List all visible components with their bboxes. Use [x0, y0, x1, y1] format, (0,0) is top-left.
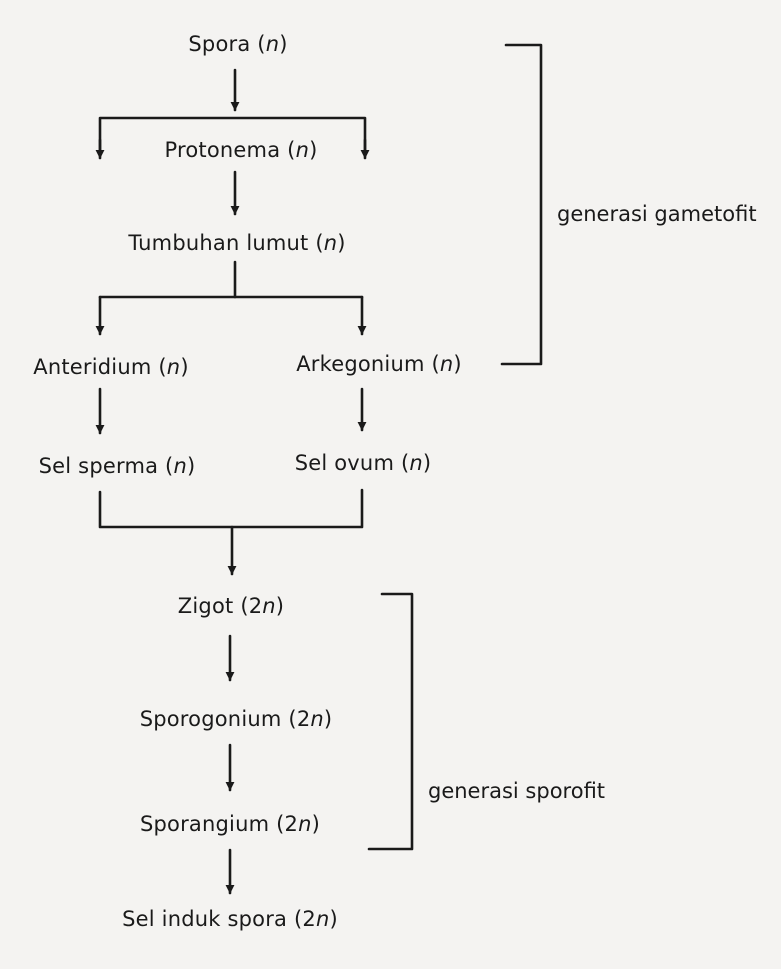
node-sporangium-ploidy-prefix: 2 [284, 812, 299, 836]
node-sel-ovum: Sel ovum (n) [294, 451, 432, 475]
node-protonema: Protonema (n) [164, 138, 318, 162]
node-arkegonium: Arkegonium (n) [296, 352, 462, 376]
node-sel-sperma: Sel sperma (n) [38, 454, 196, 478]
node-sperma-name: Sel sperma [38, 454, 159, 478]
node-sporangium-ploidy: n [298, 812, 312, 836]
node-arkegonium-ploidy: n [439, 352, 454, 376]
label-generasi-gametofit: generasi gametofit [557, 202, 757, 226]
node-sel-induk-ploidy: n [315, 907, 330, 931]
node-sporangium: Sporangium (2n) [139, 812, 321, 836]
label-generasi-sporofit: generasi sporofit [428, 779, 606, 803]
node-sporogonium-ploidy-prefix: 2 [296, 707, 311, 731]
node-tumbuhan-name: Tumbuhan lumut [128, 231, 309, 255]
node-sel-induk-spora: Sel induk spora (2n) [122, 907, 338, 931]
node-spora-name: Spora [188, 32, 251, 56]
node-sporogonium-name: Sporogonium [139, 707, 282, 731]
node-arkegonium-name: Arkegonium [296, 352, 425, 376]
node-zigot-name: Zigot [177, 594, 234, 618]
node-sporogonium-ploidy: n [310, 707, 324, 731]
node-sel-induk-name: Sel induk spora [122, 907, 288, 931]
node-tumbuhan-lumut: Tumbuhan lumut (n) [128, 231, 346, 255]
node-sporogonium: Sporogonium (2n) [139, 707, 333, 731]
node-zigot-ploidy: n [262, 594, 276, 618]
node-ovum-name: Sel ovum [294, 451, 395, 475]
node-sporangium-name: Sporangium [139, 812, 270, 836]
node-sperma-ploidy: n [173, 454, 187, 478]
node-anteridium: Anteridium (n) [33, 355, 189, 379]
node-spora: Spora (n) [188, 32, 288, 56]
branch-spora [98, 116, 367, 157]
bracket-gametofit [500, 43, 543, 366]
bracket-sporofit [367, 592, 414, 851]
node-ovum-ploidy: n [409, 451, 423, 475]
node-sel-induk-ploidy-prefix: 2 [302, 907, 316, 931]
node-spora-ploidy: n [265, 32, 280, 56]
node-anteridium-ploidy: n [166, 355, 181, 379]
node-tumbuhan-ploidy: n [323, 231, 338, 255]
node-anteridium-name: Anteridium [33, 355, 152, 379]
node-protonema-ploidy: n [295, 138, 310, 162]
node-zigot: Zigot (2n) [177, 594, 285, 618]
node-protonema-name: Protonema [164, 138, 281, 162]
node-zigot-ploidy-prefix: 2 [248, 594, 263, 618]
merge-gametes [98, 488, 364, 529]
